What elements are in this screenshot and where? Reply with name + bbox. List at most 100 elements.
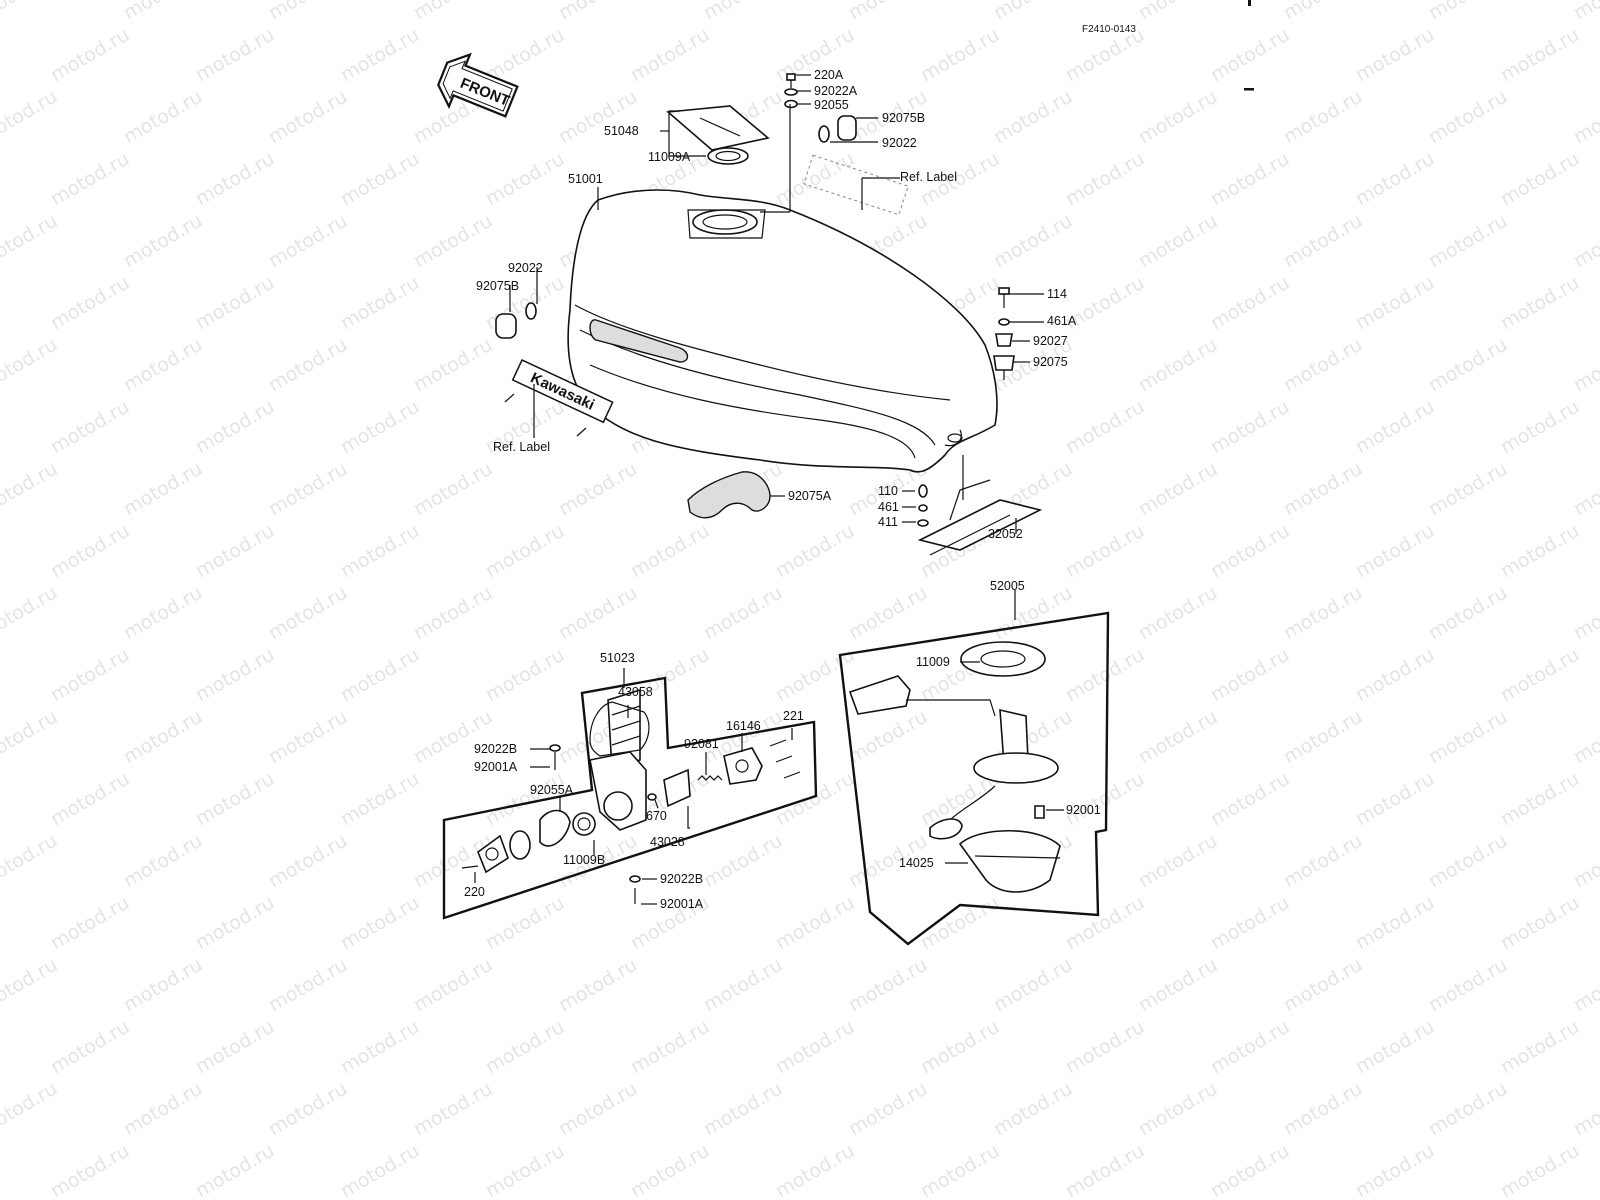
watermark-text: motod.ru [1497,148,1583,211]
watermark-text: motod.ru [555,954,641,1017]
watermark-text: motod.ru [1135,830,1221,893]
watermark-text: motod.ru [1352,1016,1438,1079]
watermark-text: motod.ru [1135,210,1221,273]
watermark-text: motod.ru [47,644,133,707]
watermark-text: motod.ru [772,148,858,211]
watermark-text: motod.ru [120,582,206,645]
watermark-text: motod.ru [1280,1078,1366,1141]
watermark-text: motod.ru [120,86,206,149]
watermark-text: motod.ru [410,210,496,273]
watermark-text: motod.ru [917,24,1003,87]
watermark-text: motod.ru [1497,892,1583,955]
watermark-text: motod.ru [410,582,496,645]
watermark-text: motod.ru [47,272,133,335]
watermark-text: motod.ru [1352,768,1438,831]
watermark-text: motod.ru [990,0,1076,24]
corner-mark [1244,88,1254,91]
watermark-text: motod.ru [1497,644,1583,707]
watermark-text: motod.ru [555,458,641,521]
fuel-tank: Kawasaki [511,189,998,473]
label-92055A: 92055A [530,783,574,797]
watermark-text: motod.ru [990,86,1076,149]
watermark-text: motod.ru [265,86,351,149]
corner-mark-top [1248,0,1251,6]
watermark-text: motod.ru [0,334,61,397]
watermark-text: motod.ru [1135,706,1221,769]
gasket-11009A [707,147,749,165]
watermark-text: motod.ru [337,1140,423,1200]
watermark-text: motod.ru [845,954,931,1017]
cock-panel [442,676,818,920]
watermark-text: motod.ru [990,954,1076,1017]
watermark-text: motod.ru [1207,148,1293,211]
watermark-text: motod.ru [47,892,133,955]
watermark-text: motod.ru [1497,1140,1583,1200]
watermark-text: motod.ru [1352,396,1438,459]
label-92075B-right: 92075B [882,111,925,125]
watermark-text: motod.ru [1352,24,1438,87]
watermark-text: motod.ru [47,1140,133,1200]
watermark-text: motod.ru [1280,86,1366,149]
fuel-level-sender [848,641,1061,893]
watermark-text: motod.ru [627,24,713,87]
watermark-text: motod.ru [845,1078,931,1141]
watermark-text: motod.ru [1207,396,1293,459]
label-92055: 92055 [814,98,849,112]
watermark-text: motod.ru [0,954,61,1017]
watermark-text: motod.ru [337,768,423,831]
label-11009A: 11009A [648,150,691,164]
label-43058: 43058 [618,685,653,699]
watermark-text: motod.ru [1135,0,1221,24]
label-11009: 11009 [916,655,950,669]
watermark-text: motod.ru [1352,520,1438,583]
watermark-text: motod.ru [1570,334,1600,397]
watermark-text: motod.ru [1425,86,1511,149]
watermark-text: motod.ru [47,148,133,211]
leader-lines [474,74,1064,905]
watermark-text: motod.ru [47,1016,133,1079]
sender-cover [958,829,1061,893]
watermark-text: motod.ru [192,148,278,211]
label-ref-label-top: Ref. Label [900,170,957,184]
watermark-text: motod.ru [1570,86,1600,149]
watermark-text: motod.ru [0,830,61,893]
cushion-92075A [687,471,771,519]
watermark-text: motod.ru [337,396,423,459]
watermark-text: motod.ru [1425,830,1511,893]
watermark-text: motod.ru [47,768,133,831]
watermark-text: motod.ru [1425,954,1511,1017]
watermark-text: motod.ru [120,334,206,397]
watermark-text: motod.ru [337,272,423,335]
watermark-text: motod.ru [337,520,423,583]
watermark-text: motod.ru [1570,706,1600,769]
watermark-text: motod.ru [265,334,351,397]
watermark-text: motod.ru [1062,148,1148,211]
bracket-32052 [917,455,1043,556]
watermark-text: motod.ru [0,0,61,24]
watermark-text: motod.ru [192,520,278,583]
watermark-text: motod.ru [410,706,496,769]
watermark-text: motod.ru [1497,396,1583,459]
watermark-text: motod.ru [0,86,61,149]
watermark-text: motod.ru [1062,1140,1148,1200]
float [848,675,911,715]
watermark-text: motod.ru [265,210,351,273]
watermark-text: motod.ru [0,458,61,521]
watermark-text: motod.ru [47,396,133,459]
watermark-text: motod.ru [555,86,641,149]
watermark-text: motod.ru [265,1078,351,1141]
watermark-text: motod.ru [627,1140,713,1200]
label-92001A-bottom: 92001A [660,897,704,911]
watermark-text: motod.ru [410,1078,496,1141]
label-51023: 51023 [600,651,635,665]
watermark-text: motod.ru [1207,768,1293,831]
watermark-text: motod.ru [555,582,641,645]
watermark-text: motod.ru [337,24,423,87]
watermark-text: motod.ru [0,210,61,273]
watermark-text: motod.ru [772,1016,858,1079]
watermark-text: motod.ru [482,1140,568,1200]
watermark-text: motod.ru [1207,1140,1293,1200]
watermark-text: motod.ru [192,24,278,87]
figure-code: F2410-0143 [1082,24,1136,35]
